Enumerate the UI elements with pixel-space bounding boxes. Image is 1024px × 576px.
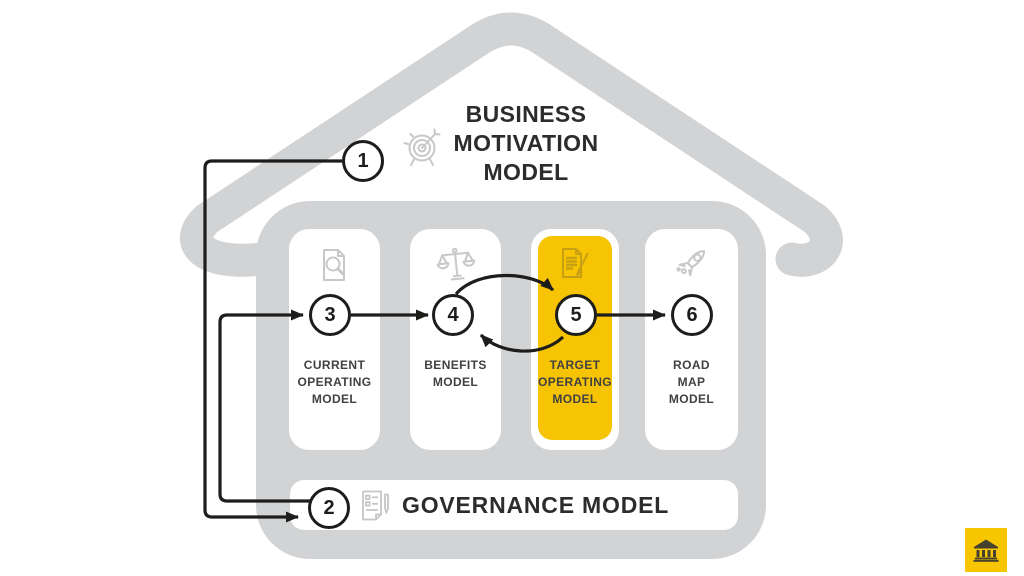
pillar-label: TARGET OPERATING MODEL xyxy=(537,358,613,406)
title-line-3: MODEL xyxy=(483,159,569,185)
title-business-motivation-model: BUSINESS MOTIVATION MODEL xyxy=(438,100,614,187)
step-circle-2: 2 xyxy=(308,487,350,529)
checklist-pen-icon xyxy=(362,490,389,521)
step-circle-5: 5 xyxy=(555,294,597,336)
governance-model-bar: GOVERNANCE MODEL xyxy=(290,480,738,530)
document-search-icon xyxy=(322,249,345,281)
title-line-1: BUSINESS xyxy=(465,101,587,127)
pillar-label: BENEFITS MODEL xyxy=(424,358,487,389)
step-circle-3: 3 xyxy=(309,294,351,336)
pillar-label: CURRENT OPERATING MODEL xyxy=(297,358,372,406)
step-circle-4: 4 xyxy=(432,294,474,336)
pillar-current-operating-model: CURRENT OPERATING MODEL xyxy=(289,229,380,450)
title-line-2: MOTIVATION xyxy=(453,130,599,156)
step-circle-6: 6 xyxy=(671,294,713,336)
document-edit-icon xyxy=(562,248,589,278)
scales-icon xyxy=(436,247,475,281)
pillar-benefits-model: BENEFITS MODEL xyxy=(410,229,501,450)
rocket-icon xyxy=(675,249,705,277)
corner-badge xyxy=(965,528,1007,572)
house-body xyxy=(256,201,766,559)
step-circle-1: 1 xyxy=(342,140,384,182)
governance-model-label: GOVERNANCE MODEL xyxy=(402,492,670,518)
bank-icon xyxy=(973,539,999,562)
pillar-label: ROAD MAP MODEL xyxy=(668,358,715,406)
target-icon xyxy=(403,128,441,166)
pillar-target-operating-model: TARGET OPERATING MODEL xyxy=(531,229,619,450)
pillar-road-map-model: ROAD MAP MODEL xyxy=(645,229,738,450)
